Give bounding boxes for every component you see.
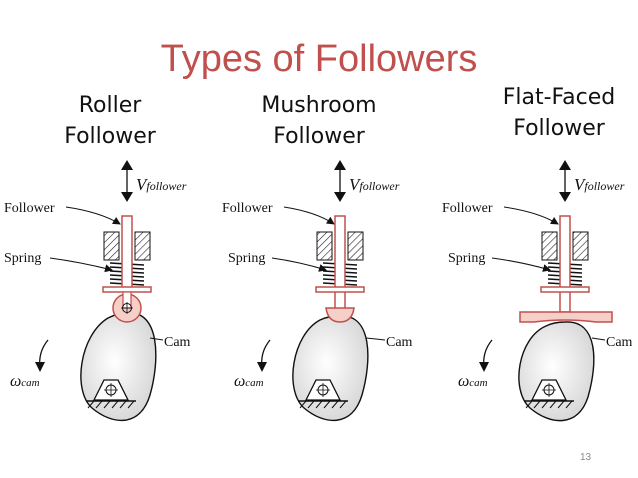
cam-profile — [518, 321, 595, 422]
spring-pointer — [491, 257, 551, 272]
rotation-arrowhead — [35, 362, 45, 372]
rotation-arrowhead — [479, 362, 489, 372]
mushroom-head — [325, 307, 355, 323]
cam-profile — [80, 312, 157, 421]
velocity-arrowheads — [334, 160, 346, 202]
guide-block-right — [347, 231, 364, 261]
follower-label: Follower — [4, 201, 55, 216]
cam-label: Cam — [386, 335, 413, 350]
mushroom-heading: Mushroom Follower — [244, 90, 394, 152]
flat-faced-heading: Flat-Faced Follower — [484, 82, 634, 144]
guide-block-left — [541, 231, 558, 261]
roller-heading: Roller Follower — [48, 90, 172, 152]
cam-shaft-cross — [104, 383, 118, 397]
follower-pointer — [283, 206, 335, 225]
mushroom-follower-diagram: Vfollower Follower Spring Cam ωcam — [222, 160, 413, 421]
flat-face-plate — [519, 311, 613, 323]
rotation-arrowhead — [257, 362, 267, 372]
spring-label: Spring — [448, 251, 485, 266]
cam-shaft-cross — [316, 383, 330, 397]
followers-diagram: Vfollower Follower Spring Cam ωcam — [4, 160, 633, 422]
velocity-label: Vfollower — [349, 175, 400, 194]
spring-label: Spring — [228, 251, 265, 266]
cam-profile — [292, 315, 369, 421]
roller-follower-diagram: Vfollower Follower Spring Cam ωcam — [4, 160, 191, 421]
follower-pointer — [503, 206, 559, 225]
follower-stem — [121, 215, 133, 289]
spring-label: Spring — [4, 251, 41, 266]
guide-block-right — [572, 231, 589, 261]
roller-pin-cross — [121, 302, 133, 314]
heading-line: Follower — [513, 116, 605, 141]
heading-line: Roller — [78, 93, 142, 118]
spring-seat — [540, 286, 590, 293]
page-number: 13 — [580, 452, 592, 463]
guide-block-left — [103, 231, 120, 261]
heading-line: Follower — [64, 124, 156, 149]
ground-hatch — [87, 400, 135, 409]
ground-hatch — [525, 400, 573, 409]
follower-label: Follower — [442, 201, 493, 216]
cam-label: Cam — [606, 335, 633, 350]
heading-line: Follower — [273, 124, 365, 149]
spring-pointer — [49, 257, 113, 273]
cam-pointer — [149, 337, 164, 341]
velocity-label: Vfollower — [574, 175, 625, 194]
flat-faced-follower-diagram: Vfollower Follower Spring Cam ωcam — [442, 160, 633, 422]
omega-label: ωcam — [10, 373, 40, 390]
follower-pointer — [65, 206, 121, 225]
velocity-label: Vfollower — [136, 175, 187, 194]
spring-pointer — [271, 257, 327, 272]
ground-hatch — [299, 400, 347, 409]
cam-label: Cam — [164, 335, 191, 350]
guide-block-right — [134, 231, 151, 261]
heading-line: Mushroom — [261, 93, 377, 118]
heading-line: Flat-Faced — [502, 85, 616, 110]
guide-block-left — [316, 231, 333, 261]
cam-shaft-cross — [542, 383, 556, 397]
spring-seat — [315, 286, 365, 293]
velocity-arrowheads — [559, 160, 571, 202]
follower-stem — [559, 215, 571, 313]
spring-seat — [102, 286, 152, 293]
cam-pointer — [365, 337, 386, 341]
omega-label: ωcam — [458, 373, 488, 390]
omega-label: ωcam — [234, 373, 264, 390]
velocity-arrowheads — [121, 160, 133, 202]
cam-pointer — [591, 337, 606, 341]
slide-title: Types of Followers — [160, 38, 478, 80]
follower-label: Follower — [222, 201, 273, 216]
follower-stem — [334, 215, 346, 311]
